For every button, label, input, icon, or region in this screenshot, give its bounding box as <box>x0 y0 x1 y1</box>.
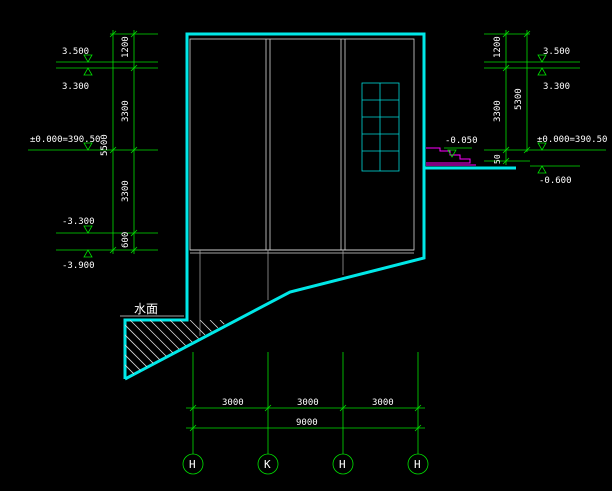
left-elev-below-top: 3.300 <box>62 82 89 92</box>
svg-text:K: K <box>264 458 271 471</box>
bottom-dimension-block: 3000 3000 3000 9000 H K H H <box>182 352 429 475</box>
svg-text:H: H <box>414 458 421 471</box>
left-elev-zero: ±0.000=390.50 <box>30 135 100 145</box>
left-elev-low1: -3.300 <box>62 217 95 227</box>
left-dim-lower: 3300 <box>121 180 131 202</box>
right-elev-top: 3.500 <box>543 47 570 57</box>
axis-bubble: H <box>182 453 204 475</box>
span-dim-3: 3000 <box>372 398 394 408</box>
window <box>361 82 400 172</box>
water-level-label: 水面 <box>134 302 158 316</box>
right-elev-zero: ±0.000=390.50 <box>537 135 607 145</box>
left-dim-bottom: 600 <box>121 232 131 248</box>
right-elev-below-top: 3.300 <box>543 82 570 92</box>
right-dim-mid: 3300 <box>493 100 503 122</box>
axis-bubble: H <box>332 453 354 475</box>
right-dim-total: 5300 <box>514 88 524 110</box>
left-elev-top: 3.500 <box>62 47 89 57</box>
axis-bubble: K <box>257 453 279 475</box>
left-dim-top: 1200 <box>121 36 131 58</box>
right-elev-step: -0.050 <box>445 136 478 146</box>
building-outline <box>123 32 516 379</box>
left-dim-total: 5500 <box>100 134 110 156</box>
axis-bubble: H <box>407 453 429 475</box>
svg-text:H: H <box>189 458 196 471</box>
right-elev-low: -0.600 <box>539 176 572 186</box>
span-dim-1: 3000 <box>222 398 244 408</box>
total-dim: 9000 <box>296 418 318 428</box>
left-dim-mid: 3300 <box>121 100 131 122</box>
span-dim-2: 3000 <box>297 398 319 408</box>
left-elev-low2: -3.900 <box>62 261 95 271</box>
svg-text:H: H <box>339 458 346 471</box>
right-dim-top: 1200 <box>493 36 503 58</box>
stair-steps <box>426 147 476 166</box>
building-section: 水面 <box>120 32 516 381</box>
left-dimension-block: 3.500 3.300 ±0.000=390.50 -3.300 -3.900 … <box>28 30 158 271</box>
right-dim-small: 50 <box>493 154 502 164</box>
right-dimension-block: 3.500 3.300 ±0.000=390.50 -0.050 -0.600 … <box>444 30 607 186</box>
